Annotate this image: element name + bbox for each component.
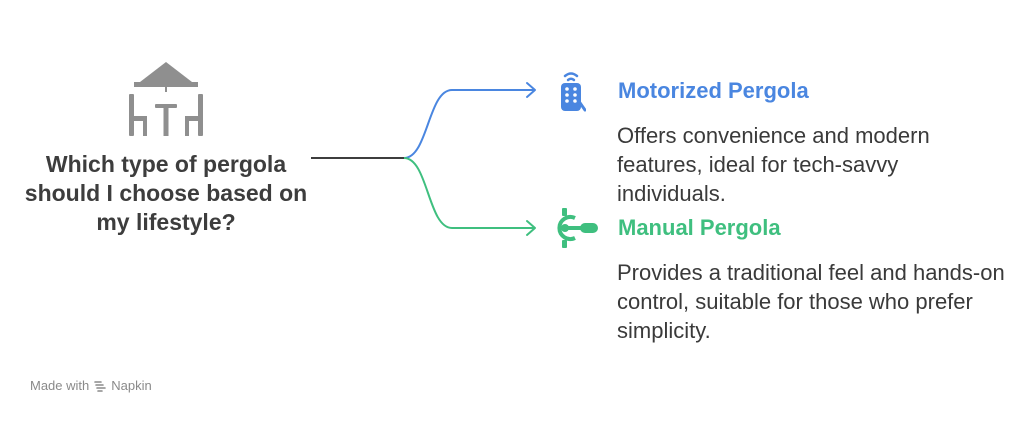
gazebo-icon: [129, 62, 203, 136]
branch-line-manual: [403, 157, 534, 229]
remote-control-icon: [561, 72, 586, 112]
arrow-head-motorized: [526, 82, 536, 98]
branch-line-motorized: [403, 89, 534, 159]
napkin-brand-label: Napkin: [111, 378, 152, 393]
motorized-pergola-title: Motorized Pergola: [618, 78, 809, 103]
made-with-napkin-footer: Made with Napkin: [30, 378, 152, 393]
manual-pergola-title: Manual Pergola: [618, 215, 781, 240]
arrow-head-manual: [526, 220, 536, 236]
motorized-pergola-description: Offers convenience and modern features, …: [617, 123, 930, 206]
made-with-label: Made with: [30, 378, 90, 393]
crank-handle-icon: [557, 208, 598, 248]
manual-pergola-description: Provides a traditional feel and hands-on…: [617, 260, 1005, 343]
napkin-logo-icon: [94, 380, 107, 392]
question-text: Which type of pergola should I choose ba…: [24, 151, 308, 235]
